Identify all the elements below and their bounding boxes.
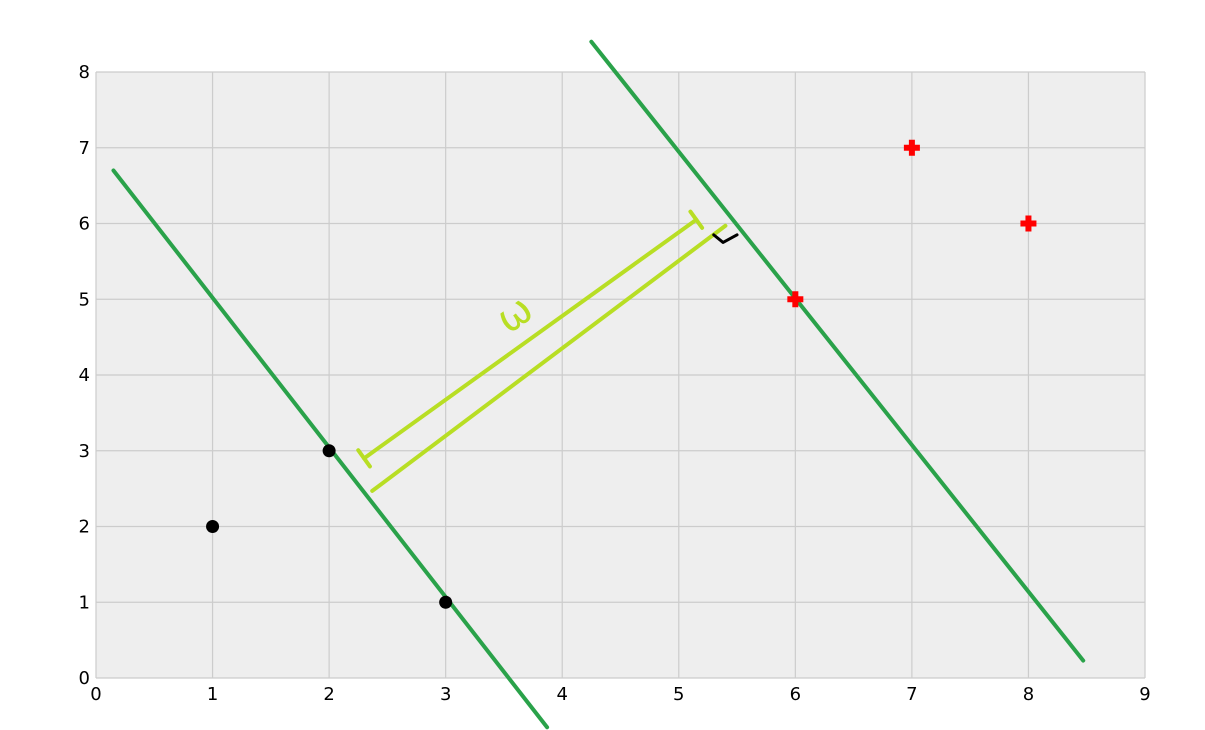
data-point-circle [439, 595, 453, 609]
data-point-circle [206, 520, 220, 533]
margin-width-arrow [362, 217, 699, 461]
plus-bar-vertical [792, 291, 799, 308]
y-tick-label: 6 [79, 214, 90, 235]
x-tick-label: 4 [556, 684, 567, 705]
y-tick-label: 1 [79, 592, 90, 613]
y-tick-label: 4 [79, 365, 90, 386]
data-points [206, 139, 1037, 609]
boundary-line [589, 39, 1086, 663]
x-tick-label: 2 [323, 684, 334, 705]
y-tick-label: 7 [79, 138, 90, 159]
y-tick-label: 3 [79, 441, 90, 462]
grid [95, 71, 1146, 679]
x-tick-label: 6 [790, 684, 801, 705]
y-tick-label: 0 [79, 668, 90, 689]
right-angle-mark [712, 233, 739, 244]
data-point-plus [787, 291, 804, 308]
plus-bar-vertical [908, 139, 915, 156]
x-tick-label: 1 [207, 684, 218, 705]
plus-bar-vertical [1025, 215, 1032, 232]
margin-vector-line [370, 223, 728, 493]
x-tick-label: 3 [440, 684, 451, 705]
y-tick-label: 5 [79, 289, 90, 310]
y-tick-label: 8 [79, 62, 90, 83]
x-tick-label: 7 [906, 684, 917, 705]
data-point-circle [322, 444, 336, 458]
x-tick-label: 9 [1139, 684, 1150, 705]
data-point-plus [1020, 215, 1037, 232]
x-tick-label: 5 [673, 684, 684, 705]
margin-arrow-cap [356, 448, 372, 469]
margin-arrow-cap [688, 209, 705, 230]
tick-labels: 0 1 2 3 4 5 6 7 8 9 0 1 2 3 4 5 6 7 8 [79, 62, 1151, 705]
x-tick-label: 0 [90, 684, 101, 705]
y-tick-label: 2 [79, 517, 90, 538]
x-tick-label: 8 [1023, 684, 1034, 705]
data-point-plus [903, 139, 920, 156]
